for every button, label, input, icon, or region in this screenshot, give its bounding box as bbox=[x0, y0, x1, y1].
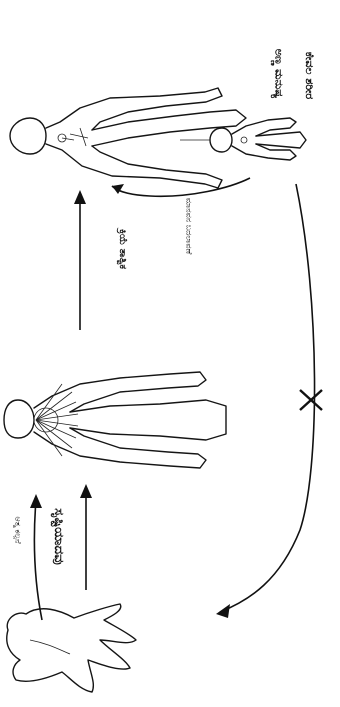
curved-arrow-left bbox=[34, 500, 42, 620]
label-top-right-lower: ಕೇವಲ ಶರೀರ bbox=[304, 52, 315, 99]
label-left-upper: ಆತ್ಮ ಕಲ್ಪನೆ bbox=[14, 516, 22, 543]
arrowhead bbox=[216, 604, 230, 618]
label-left-big: ಸೃಷ್ಟಿಯಾದವು bbox=[52, 508, 65, 565]
arrowhead bbox=[30, 494, 42, 508]
spirit-figure bbox=[7, 604, 136, 692]
human-figure-small bbox=[210, 118, 306, 160]
cross-mark bbox=[300, 390, 322, 410]
arrowhead bbox=[74, 190, 86, 204]
label-top-right-upper: ಅಣ್ಣ ಮನುಷ್ಯ bbox=[273, 49, 284, 99]
curved-arrow-long bbox=[220, 184, 315, 612]
label-middle-right: ಕ್ರಿಯೆ ತಾತ್ವಿಕ bbox=[117, 229, 127, 269]
human-figure-radiant bbox=[4, 372, 226, 468]
arrowhead bbox=[80, 484, 92, 498]
label-arrow-caption: ಮಾನವನ ಬದಲಾವಣೆ bbox=[184, 198, 192, 255]
